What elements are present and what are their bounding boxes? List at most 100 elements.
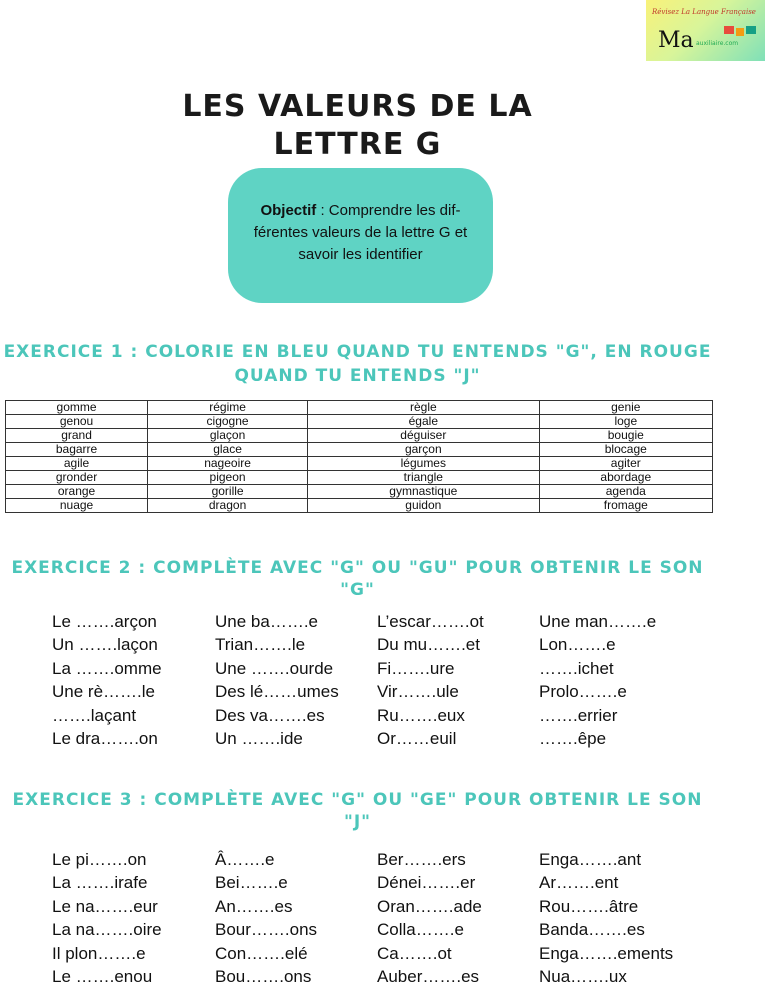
word-cell[interactable]: garçon bbox=[307, 442, 540, 457]
word-cell[interactable]: guidon bbox=[307, 498, 540, 513]
fill-item: Une man…….e bbox=[539, 612, 657, 631]
fill-item: An…….es bbox=[215, 896, 293, 916]
word-cell[interactable]: nageoire bbox=[147, 456, 309, 471]
word-cell[interactable]: glace bbox=[147, 442, 309, 457]
word-cell[interactable]: nuage bbox=[4, 498, 149, 513]
word-cell[interactable]: glaçon bbox=[147, 428, 309, 443]
word-cell[interactable]: règle bbox=[307, 400, 540, 415]
fill-item: La na…….oire bbox=[52, 920, 162, 940]
word-cell[interactable]: triangle bbox=[307, 470, 540, 485]
exercise1-title-line1: EXERCICE 1 : COLORIE EN BLEU QUAND TU EN… bbox=[3, 342, 712, 362]
logo-text: Ma bbox=[658, 28, 694, 53]
page-title-line1: LES VALEURS DE LA bbox=[182, 89, 533, 124]
word-cell[interactable]: cigogne bbox=[147, 414, 309, 429]
fill-item: Oran…….ade bbox=[377, 896, 482, 916]
word-cell[interactable]: agenda bbox=[538, 484, 714, 499]
word-cell[interactable]: déguiser bbox=[307, 428, 540, 443]
fill-item: …….ichet bbox=[539, 658, 614, 678]
word-cell[interactable]: gronder bbox=[4, 470, 149, 485]
fill-item: Ru…….eux bbox=[377, 705, 465, 725]
logo-block-orange bbox=[736, 28, 744, 36]
exercise3-title-line1: EXERCICE 3 : COMPLÈTE AVEC "G" OU "GE" P… bbox=[12, 790, 703, 810]
fill-item: Lon…….e bbox=[539, 635, 616, 655]
fill-item: Bei…….e bbox=[215, 873, 288, 893]
fill-item: La …….irafe bbox=[52, 873, 148, 893]
word-cell[interactable]: loge bbox=[538, 414, 714, 429]
word-cell[interactable]: dragon bbox=[147, 498, 309, 513]
page-title-line2: LETTRE G bbox=[273, 127, 442, 162]
fill-item: Enga…….ant bbox=[539, 850, 642, 869]
fill-item: Le dra…….on bbox=[52, 728, 158, 748]
fill-item: Des va…….es bbox=[215, 705, 325, 725]
site-logo: Révisez La Langue Française Ma auxiliair… bbox=[646, 0, 765, 61]
logo-tagline: Révisez La Langue Française bbox=[652, 8, 756, 16]
word-cell[interactable]: agiter bbox=[538, 456, 714, 471]
fill-item: Une ba…….e bbox=[215, 612, 318, 631]
word-cell[interactable]: gomme bbox=[4, 400, 149, 415]
fill-item: Auber…….es bbox=[377, 966, 480, 986]
fill-item: Con…….elé bbox=[215, 943, 308, 963]
word-cell[interactable]: égale bbox=[307, 414, 540, 429]
word-cell[interactable]: bagarre bbox=[4, 442, 149, 457]
fill-item: Ca…….ot bbox=[377, 943, 452, 963]
fill-item: Fi…….ure bbox=[377, 658, 455, 678]
fill-item: Vir…….ule bbox=[377, 682, 459, 702]
fill-item: Colla…….e bbox=[377, 920, 464, 940]
fill-item: Â…….e bbox=[215, 850, 275, 869]
fill-item: Un …….laçon bbox=[52, 635, 158, 655]
word-cell[interactable]: régime bbox=[147, 400, 309, 415]
word-cell[interactable]: gorille bbox=[147, 484, 309, 499]
fill-item: Il plon…….e bbox=[52, 943, 146, 963]
fill-item: Banda…….es bbox=[539, 920, 645, 940]
fill-item: …….êpe bbox=[539, 728, 607, 748]
fill-item: …….errier bbox=[539, 705, 618, 725]
word-cell[interactable]: orange bbox=[4, 484, 149, 499]
word-cell[interactable]: genie bbox=[538, 400, 714, 415]
exercise3-title-line2: "J" bbox=[343, 812, 372, 832]
fill-item: Nua…….ux bbox=[539, 966, 627, 986]
word-cell[interactable]: abordage bbox=[538, 470, 714, 485]
objective-text: : Comprendre les dif-férentes valeurs de… bbox=[253, 202, 468, 263]
fill-item: Des lé……umes bbox=[215, 682, 339, 702]
exercise2-grid: Le …….arçon Une ba…….e L’escar…….ot Une man… bbox=[52, 610, 732, 750]
word-cell[interactable]: agile bbox=[4, 456, 149, 471]
exercise3-grid: Le pi…….on Â…….e Ber…….ers Enga…….ant La …….… bbox=[52, 848, 732, 988]
fill-item: L’escar…….ot bbox=[377, 612, 484, 631]
fill-item: Ar…….ent bbox=[539, 873, 619, 893]
fill-item: Enga…….ements bbox=[539, 943, 674, 963]
word-cell[interactable]: blocage bbox=[538, 442, 714, 457]
fill-item: La …….omme bbox=[52, 658, 162, 678]
objective-box: Objectif : Comprendre les dif-férentes v… bbox=[228, 168, 493, 303]
fill-item: Rou…….âtre bbox=[539, 896, 639, 916]
logo-block-teal bbox=[746, 26, 756, 34]
exercise2-title-line1: EXERCICE 2 : COMPLÈTE AVEC "G" OU "GU" P… bbox=[11, 558, 704, 578]
word-cell[interactable]: grand bbox=[4, 428, 149, 443]
fill-item: Le pi…….on bbox=[52, 850, 147, 869]
word-cell[interactable]: bougie bbox=[538, 428, 714, 443]
word-cell[interactable]: gymnastique bbox=[307, 484, 540, 499]
fill-item: Ber…….ers bbox=[377, 850, 466, 869]
fill-item: Le na…….eur bbox=[52, 896, 158, 916]
fill-item: Dénei…….er bbox=[377, 873, 476, 893]
fill-item: Prolo…….e bbox=[539, 682, 627, 702]
exercise2-title-line2: "G" bbox=[340, 580, 375, 600]
word-cell[interactable]: genou bbox=[4, 414, 149, 429]
word-cell[interactable]: fromage bbox=[538, 498, 714, 513]
word-cell[interactable]: pigeon bbox=[147, 470, 309, 485]
fill-item: Or……euil bbox=[377, 728, 457, 748]
fill-item: Le …….arçon bbox=[52, 612, 157, 631]
fill-item: …….laçant bbox=[52, 705, 137, 725]
logo-block-red bbox=[724, 26, 734, 34]
exercise1-title-line2: QUAND TU ENTENDS "J" bbox=[234, 366, 481, 386]
word-cell[interactable]: légumes bbox=[307, 456, 540, 471]
fill-item: Une rè…….le bbox=[52, 682, 155, 702]
